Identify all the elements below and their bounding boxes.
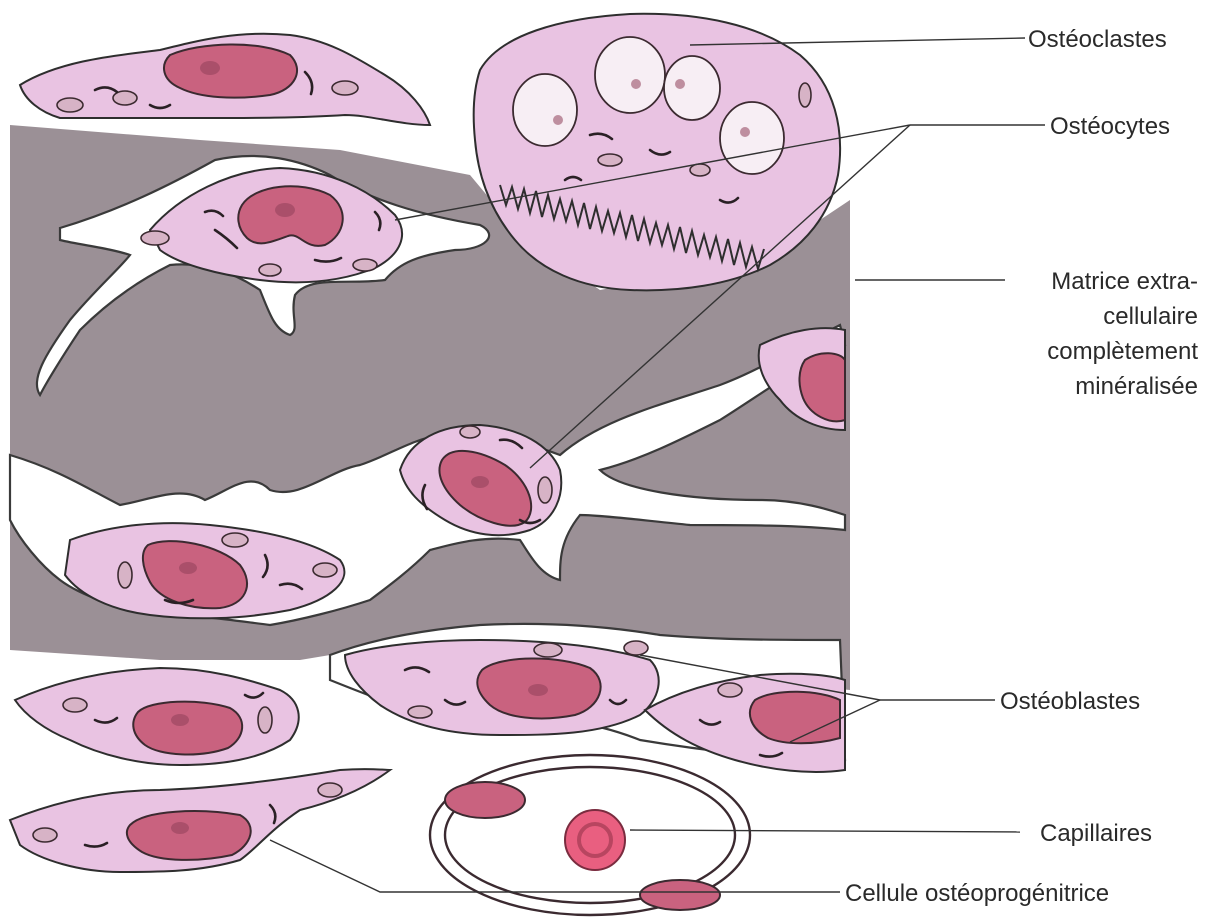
label-osteoblastes: Ostéoblastes — [1000, 688, 1140, 715]
label-capillaires: Capillaires — [1040, 820, 1152, 847]
label-osteoclastes: Ostéoclastes — [1028, 26, 1167, 53]
osteoclast-cell — [474, 14, 840, 291]
label-matrice-line-4: minéralisée — [1075, 373, 1198, 400]
capillary — [430, 755, 750, 915]
label-matrice-line-2: cellulaire — [1103, 303, 1198, 330]
label-osteocytes: Ostéocytes — [1050, 113, 1170, 140]
label-cellule-osteoprogenitrice: Cellule ostéoprogénitrice — [845, 880, 1109, 907]
top-left-cell — [20, 34, 430, 125]
label-matrice-line-1: Matrice extra- — [1051, 268, 1198, 295]
labels: Ostéoclastes Ostéocytes Matrice extra- c… — [845, 26, 1198, 907]
label-matrice-line-3: complètement — [1047, 338, 1198, 365]
osteoprogenitor-cell — [10, 769, 390, 872]
